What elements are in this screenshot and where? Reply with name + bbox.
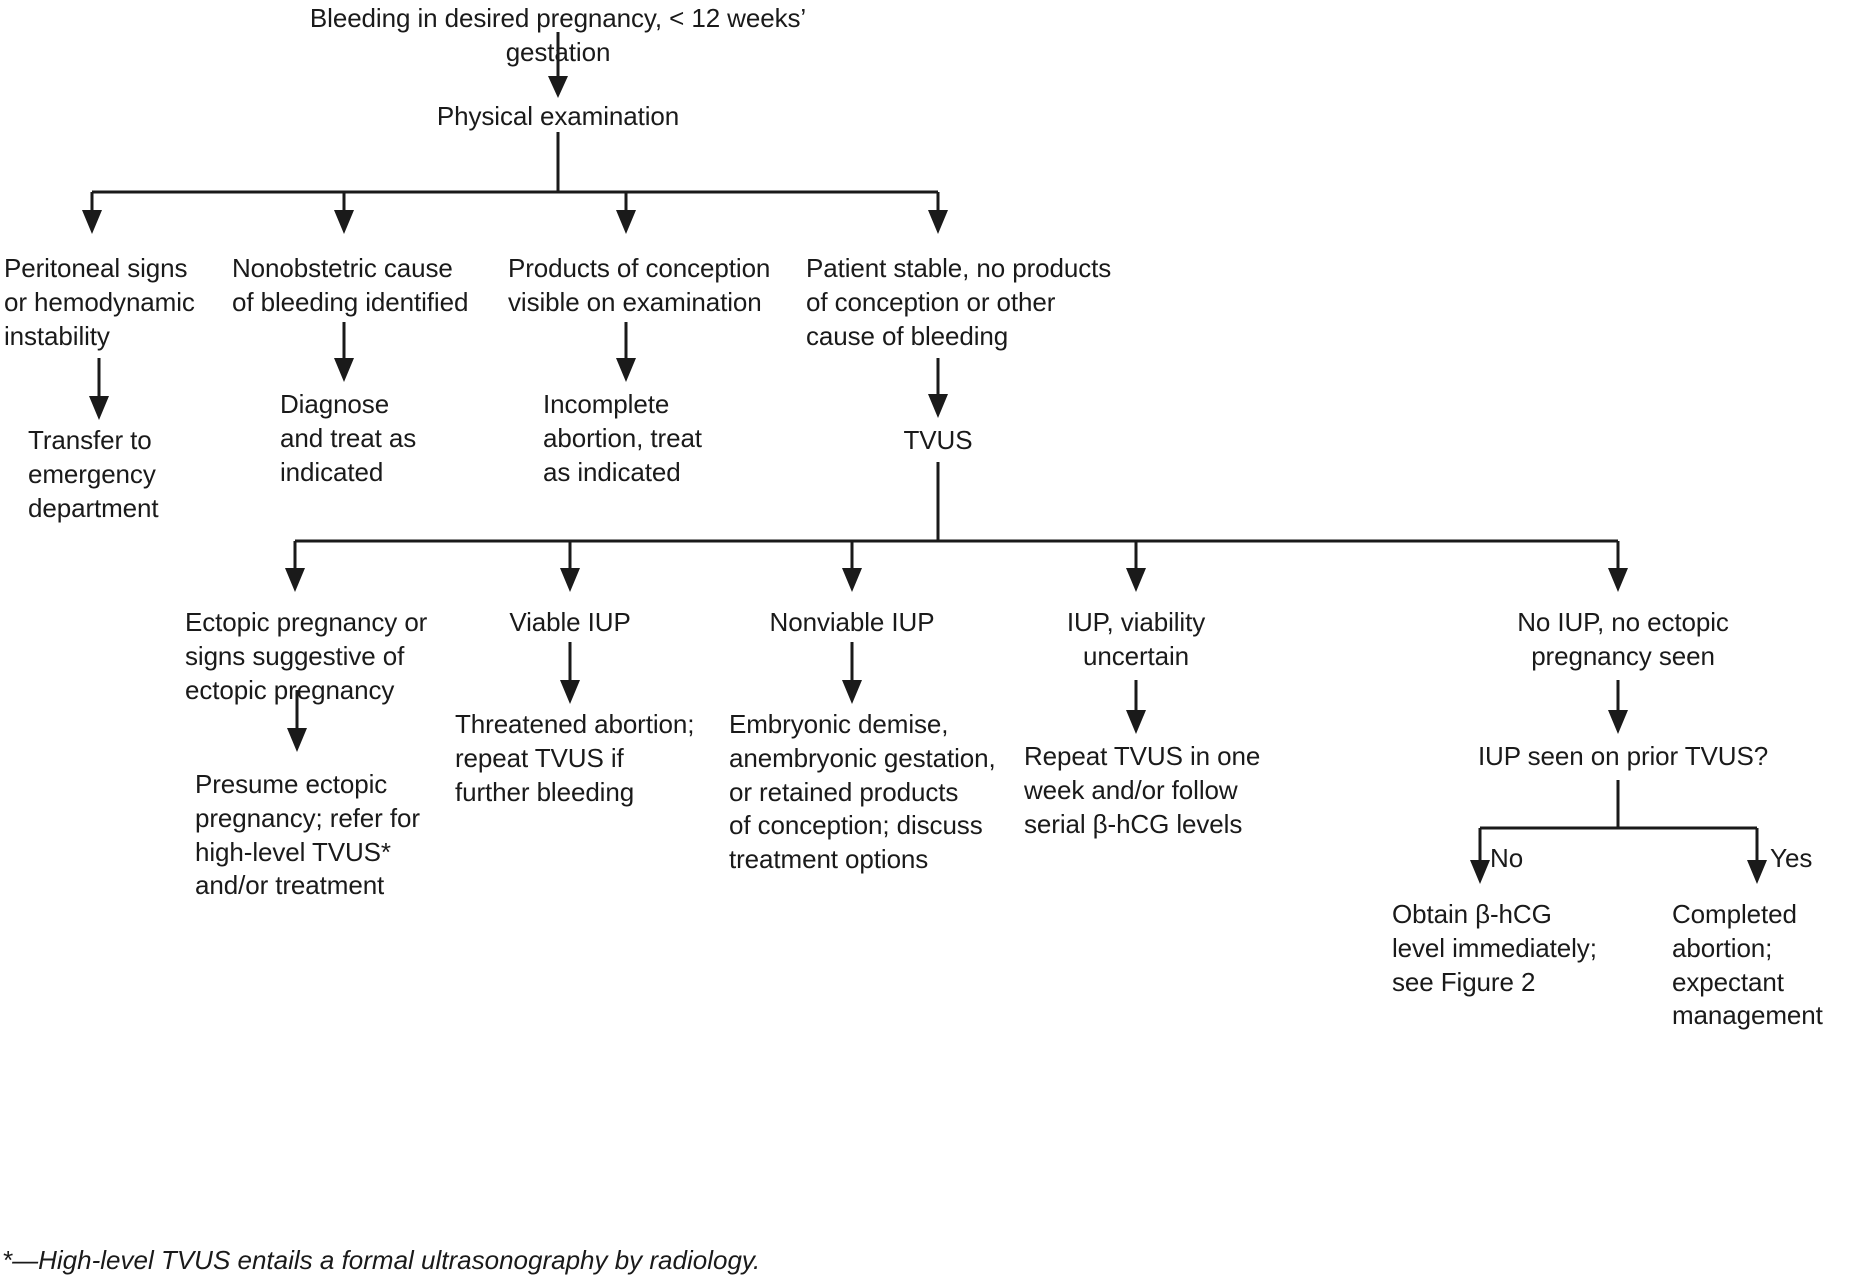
arrowhead-branch2-out [334,358,354,382]
arrowhead-branch1-out [89,396,109,420]
node-iup-seen-on-prior-tvus: IUP seen on prior TVUS? [1477,741,1769,771]
arrowhead-tvus4 [1126,568,1146,592]
edge-label-no: No [1490,843,1524,873]
arrowhead-exam [548,76,568,98]
node-repeat-tvus: Repeat TVUS in one week and/or follow se… [1024,741,1261,839]
node-ectopic-pregnancy-signs: Ectopic pregnancy or signs suggestive of… [185,607,428,705]
node-diagnose-and-treat: Diagnose and treat as indicated [280,389,417,487]
arrowhead-branch4 [928,210,948,234]
node-products-of-conception-visible: Products of conception visible on examin… [508,253,771,317]
node-patient-stable: Patient stable, no products of conceptio… [806,253,1112,351]
node-embryonic-demise: Embryonic demise, anembryonic gestation,… [729,709,996,875]
arrowhead-no [1470,860,1490,884]
arrowhead-tvus5 [1608,568,1628,592]
node-obtain-bhcg: Obtain β-hCG level immediately; see Figu… [1392,899,1597,997]
node-physical-examination: Physical examination [436,101,680,131]
arrowhead-tvus2-out [560,680,580,704]
node-presume-ectopic: Presume ectopic pregnancy; refer for hig… [195,769,420,901]
arrowhead-branch1 [82,210,102,234]
node-no-iup-no-ectopic: No IUP, no ectopic pregnancy seen [1517,607,1729,671]
node-transfer-to-ed: Transfer to emergency department [28,425,159,523]
arrowhead-tvus1 [285,568,305,592]
arrowhead-yes [1747,860,1767,884]
arrowhead-tvus5-question [1608,710,1628,734]
node-peritoneal-signs: Peritoneal signs or hemodynamic instabil… [4,253,195,351]
figure-footnote: *—High-level TVUS entails a formal ultra… [2,1245,761,1275]
node-iup-viability-uncertain: IUP, viability uncertain [1066,607,1206,671]
node-threatened-abortion: Threatened abortion; repeat TVUS if furt… [455,709,695,807]
arrowhead-branch3 [616,210,636,234]
arrowhead-tvus3-out [842,680,862,704]
node-viable-iup: Viable IUP [509,607,631,637]
node-nonobstetric-cause: Nonobstetric cause of bleeding identifie… [232,253,469,317]
arrowhead-tvus4-out [1126,710,1146,734]
node-nonviable-iup: Nonviable IUP [769,607,935,637]
arrowhead-tvus [928,394,948,418]
arrowhead-branch3-out [616,358,636,382]
node-completed-abortion: Completed abortion; expectant management [1672,899,1823,1031]
arrowhead-tvus1-out [287,728,307,752]
node-incomplete-abortion: Incomplete abortion, treat as indicated [543,389,702,487]
node-tvus: TVUS [903,425,973,455]
arrowhead-branch2 [334,210,354,234]
arrowhead-tvus2 [560,568,580,592]
arrowhead-tvus3 [842,568,862,592]
edge-label-yes: Yes [1770,843,1813,873]
node-start: Bleeding in desired pregnancy, < 12 week… [309,3,807,67]
